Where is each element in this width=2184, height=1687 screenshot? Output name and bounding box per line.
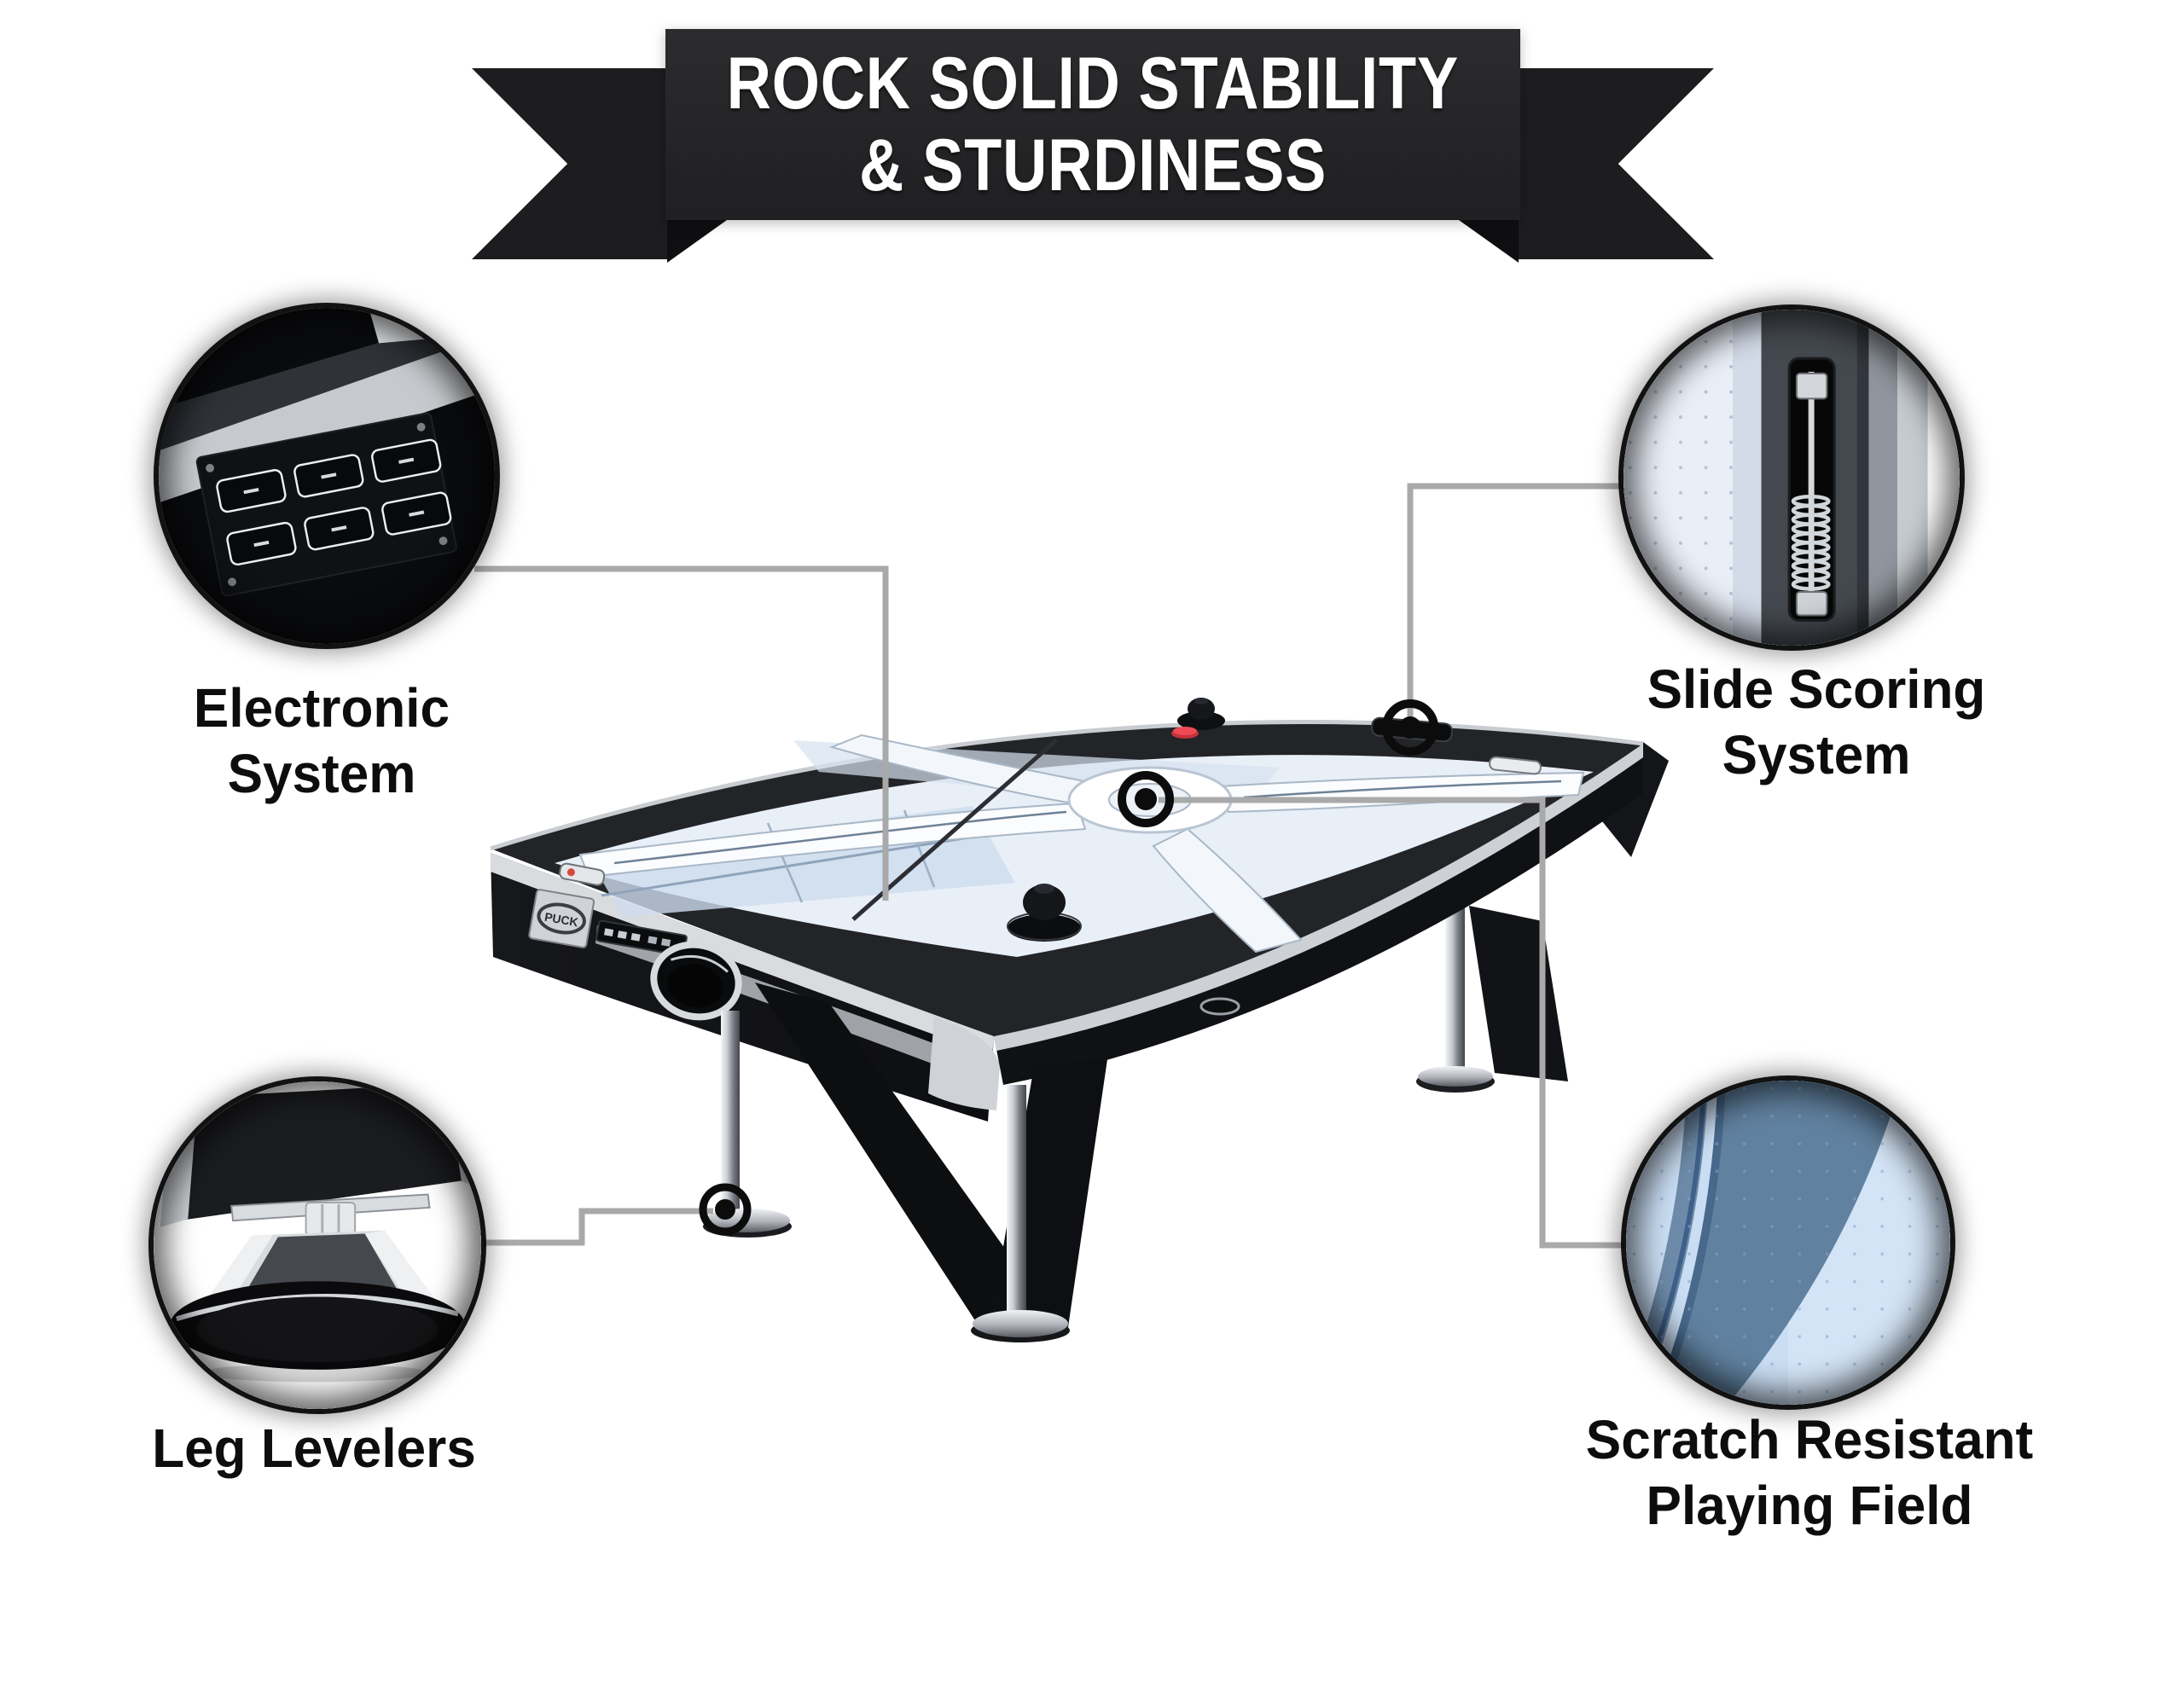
scorer-spring	[1791, 494, 1831, 591]
red-puck	[1171, 727, 1199, 739]
playfield-graphic	[1152, 827, 1303, 954]
far-goal-slot	[1489, 756, 1542, 775]
connector-scratch-resistant	[1159, 797, 1624, 1249]
target-marker-icon	[1382, 699, 1438, 756]
target-marker-icon	[1118, 771, 1174, 827]
label-slide-scoring-system: Slide Scoring System	[1568, 657, 2065, 788]
brand-text: PUCK	[543, 910, 579, 930]
playfield-graphic	[578, 802, 1087, 878]
near-mallet	[1007, 884, 1082, 942]
far-mallet	[1177, 698, 1225, 730]
brand-plate: PUCK	[528, 889, 595, 948]
label-leg-levelers: Leg Levelers	[66, 1416, 562, 1481]
scratch-resistant-photo	[1626, 1081, 1950, 1405]
panel-buttons	[216, 438, 452, 566]
banner: ROCK SOLID STABILITY & STURDINESS	[665, 29, 1520, 220]
banner-title-line1: ROCK SOLID STABILITY	[726, 43, 1460, 125]
control-panel-plate	[195, 412, 457, 597]
table-corner-leg-chrome	[1007, 1085, 1026, 1313]
cup-holder	[650, 941, 742, 1021]
leg-panel	[154, 1081, 481, 1221]
leg-levelers-photo	[154, 1081, 481, 1409]
scorer-red-dot	[566, 868, 575, 877]
scorer-bottom-bead	[1795, 590, 1828, 617]
table-far-leg-foot	[1418, 1066, 1493, 1087]
table-near-leg-panel-a	[755, 983, 1056, 1327]
leveler-nut	[305, 1202, 357, 1237]
scorer-top-bead	[1795, 372, 1828, 400]
table-near-leg-chrome	[721, 1011, 740, 1209]
corner-leg-foot	[973, 1310, 1068, 1337]
table-near-corner-cap	[928, 1017, 1000, 1110]
slide-scoring-photo	[1623, 310, 1960, 646]
scorer-rod	[1808, 371, 1815, 609]
connector-leg-levelers	[483, 1208, 713, 1246]
target-markers	[699, 699, 1438, 1236]
leg-leveler-closeup	[154, 1081, 481, 1409]
air-hockey-table: PUCK	[490, 698, 1669, 1342]
label-line: Leg Levelers	[152, 1417, 476, 1479]
label-line: System	[227, 743, 416, 804]
connector-lines	[474, 483, 1624, 1249]
goal-scorer-slot	[559, 862, 606, 886]
playing-field-closeup	[1626, 1081, 1950, 1405]
playfield-graphic-line	[1243, 780, 1562, 799]
rim-puck-holder	[1199, 997, 1240, 1016]
playfield-graphic-line	[613, 810, 1067, 865]
connector-electronic	[474, 565, 889, 901]
electronic-system-closeup	[159, 308, 495, 644]
label-scratch-resistant: Scratch Resistant Playing Field	[1561, 1407, 2058, 1539]
slide-scoring-closeup	[1623, 310, 1960, 646]
electronic-system-photo	[159, 308, 495, 644]
label-line: Electronic	[193, 677, 450, 739]
table-far-leg-chrome	[1445, 902, 1465, 1071]
table-back-silver-edge	[490, 720, 1644, 851]
target-marker-icon	[699, 1183, 752, 1236]
slide-scorer-mechanism	[1787, 357, 1836, 622]
table-far-leg-panel	[1469, 906, 1568, 1081]
label-line: Scratch Resistant	[1585, 1409, 2034, 1470]
label-line: Playing Field	[1646, 1475, 1973, 1536]
label-line: Slide Scoring	[1647, 658, 1986, 720]
label-electronic-system: Electronic System	[73, 675, 570, 807]
banner-title-line2: & STURDINESS	[859, 125, 1327, 206]
label-line: System	[1722, 724, 1911, 786]
connector-slide-scoring	[1407, 483, 1623, 722]
